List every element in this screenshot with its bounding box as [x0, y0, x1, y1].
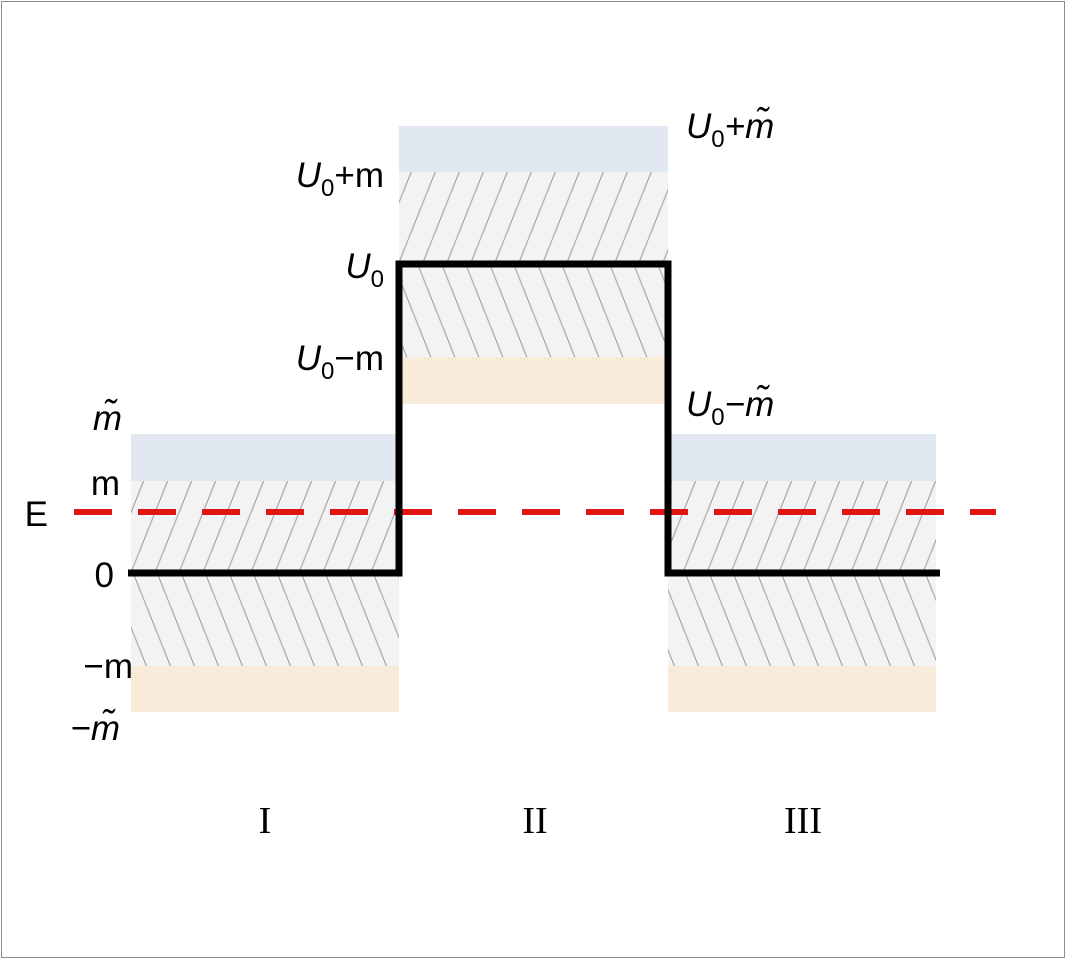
label-u0-plus-m: U0+m [296, 156, 384, 202]
region-ii-hatch-upper [399, 172, 668, 264]
region-i-hatch-upper [131, 481, 399, 573]
region-i-bands [131, 434, 399, 712]
region-ii-hatch-lower [399, 264, 668, 357]
label-energy: E [25, 495, 48, 534]
label-u0-minus-m-tilde: U0−m̃ [686, 385, 774, 431]
region-iii-bands [668, 434, 936, 712]
label-u0-plus-m-tilde: U0+m̃ [686, 107, 774, 153]
label-minus-m-tilde: −m̃ [70, 709, 120, 748]
region-iii-lower-band [668, 666, 936, 712]
region-i-hatch-lower [131, 573, 399, 666]
potential-profile [128, 260, 940, 577]
label-u0: U0 [345, 247, 384, 293]
region-iii-hatch-lower [668, 573, 936, 666]
region-ii-upper-band [399, 126, 668, 172]
region-label-i: I [259, 800, 272, 842]
region-iii-hatch-upper [668, 481, 936, 573]
label-m-tilde: m̃ [93, 399, 122, 438]
region-i-upper-band [131, 434, 399, 481]
label-zero: 0 [95, 556, 114, 595]
region-label-ii: II [522, 800, 547, 842]
region-iii-upper-band [668, 434, 936, 481]
label-u0-minus-m: U0−m [296, 339, 384, 385]
region-ii-lower-band [399, 357, 668, 404]
label-m: m [91, 464, 120, 503]
region-label-iii: III [784, 800, 822, 842]
region-ii-bands [399, 126, 668, 404]
region-i-lower-band [131, 666, 399, 712]
label-minus-m: −m [83, 647, 133, 686]
